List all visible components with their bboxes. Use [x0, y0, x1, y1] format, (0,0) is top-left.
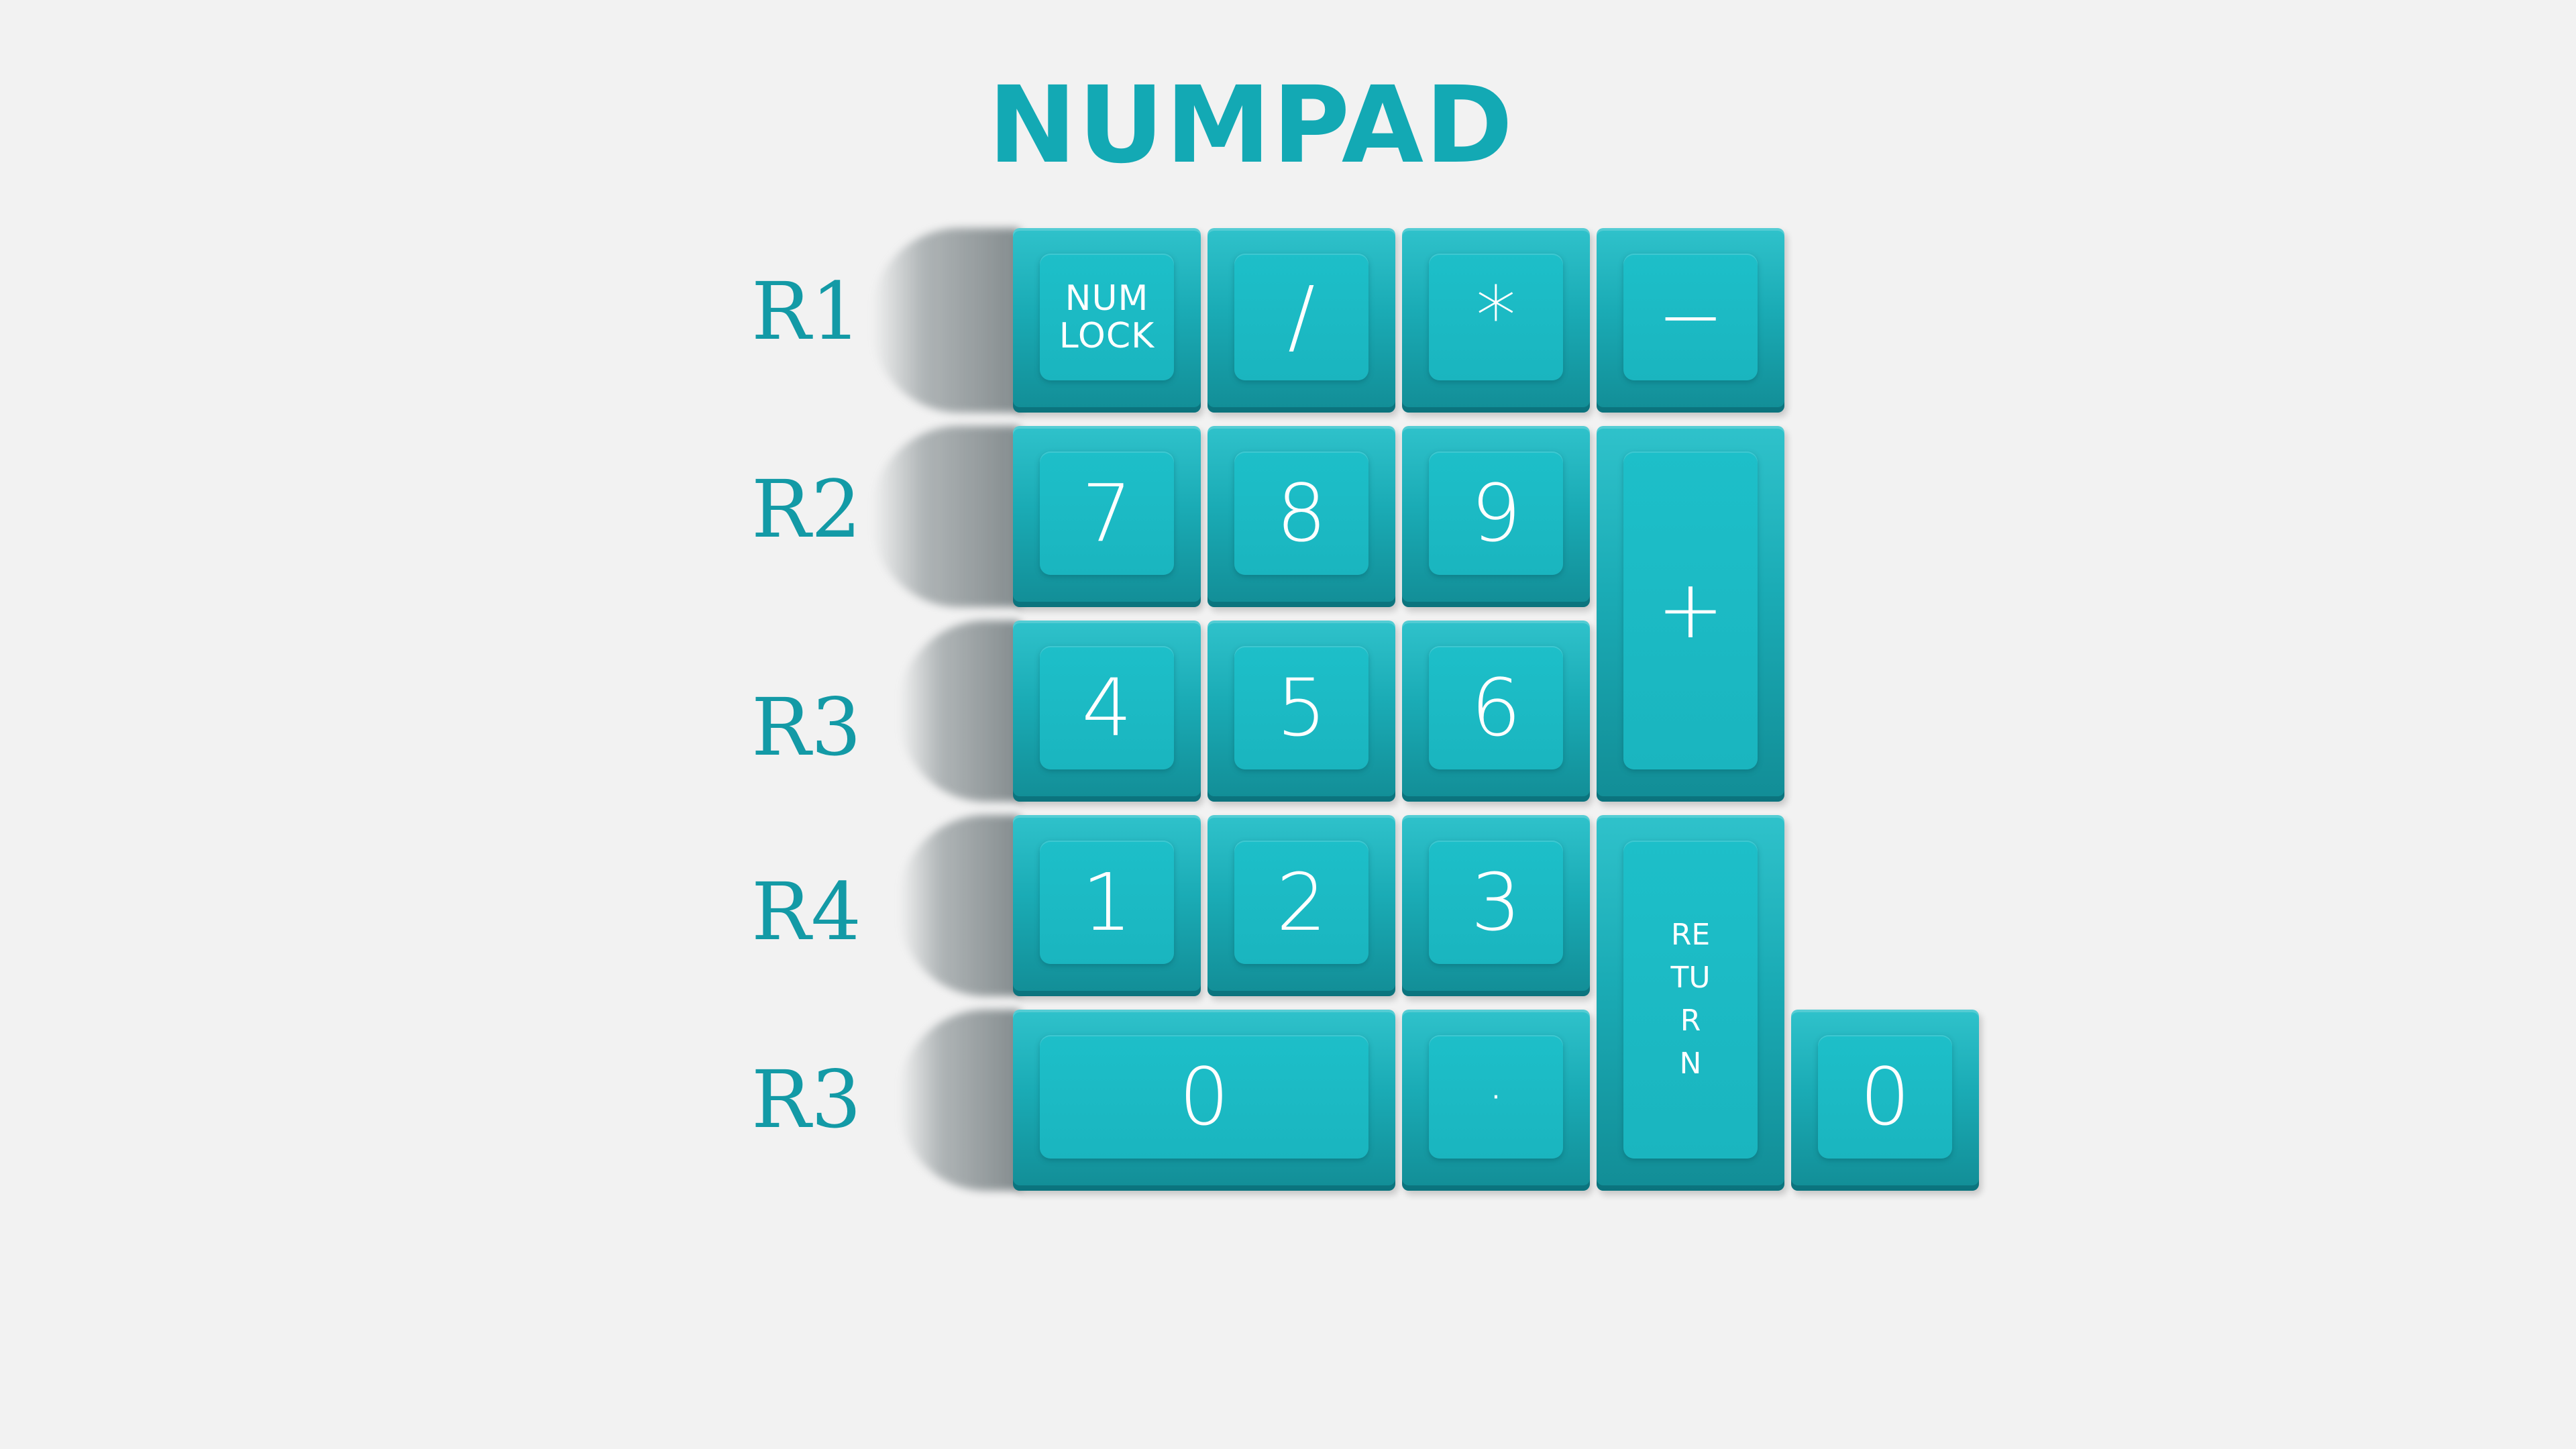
- page-title: NUMPAD: [987, 64, 1515, 187]
- row-label-r2: R2: [751, 463, 861, 555]
- key-legend: 0: [1179, 1051, 1230, 1143]
- row-label-r3: R3: [751, 681, 861, 773]
- key-minus[interactable]: −: [1597, 228, 1784, 413]
- key-return[interactable]: RETURN: [1597, 815, 1784, 1191]
- key-8[interactable]: 8: [1208, 426, 1395, 607]
- row-label-r4: R4: [751, 865, 861, 958]
- key-legend: 9: [1470, 467, 1521, 559]
- key-legend: RETURN: [1670, 918, 1711, 1081]
- key-num-lock[interactable]: NUM LOCK: [1013, 228, 1201, 413]
- key-5[interactable]: 5: [1208, 621, 1395, 802]
- key-decimal[interactable]: ·: [1402, 1010, 1590, 1191]
- key-legend: /: [1287, 270, 1316, 364]
- key-0-wide[interactable]: 0: [1013, 1010, 1395, 1191]
- row-shadow: [872, 426, 1020, 607]
- row-shadow: [899, 815, 1020, 996]
- key-legend: 2: [1276, 856, 1327, 949]
- key-slash[interactable]: /: [1208, 228, 1395, 413]
- row-label-r5: R3: [751, 1053, 861, 1146]
- key-legend: NUM LOCK: [1059, 278, 1155, 356]
- key-2[interactable]: 2: [1208, 815, 1395, 996]
- key-legend: 1: [1081, 856, 1132, 949]
- key-legend: 0: [1860, 1051, 1911, 1143]
- row-label-r1: R1: [751, 265, 861, 358]
- key-4[interactable]: 4: [1013, 621, 1201, 802]
- key-legend: 6: [1470, 661, 1521, 754]
- row-shadow: [872, 228, 1020, 413]
- key-legend: +: [1656, 564, 1725, 657]
- key-1[interactable]: 1: [1013, 815, 1201, 996]
- key-legend: 3: [1470, 856, 1521, 949]
- key-0-extra[interactable]: 0: [1791, 1010, 1979, 1191]
- key-3[interactable]: 3: [1402, 815, 1590, 996]
- key-plus[interactable]: +: [1597, 426, 1784, 802]
- key-legend: 5: [1276, 661, 1327, 754]
- key-6[interactable]: 6: [1402, 621, 1590, 802]
- key-asterisk[interactable]: *: [1402, 228, 1590, 413]
- row-shadow: [899, 1010, 1020, 1191]
- key-9[interactable]: 9: [1402, 426, 1590, 607]
- row-shadow: [899, 621, 1020, 802]
- key-legend: 7: [1081, 467, 1132, 559]
- key-legend: 8: [1276, 467, 1327, 559]
- key-legend: −: [1656, 270, 1725, 364]
- key-7[interactable]: 7: [1013, 426, 1201, 607]
- key-legend: *: [1476, 270, 1516, 364]
- key-legend: ·: [1487, 1065, 1505, 1128]
- key-legend: 4: [1081, 661, 1132, 754]
